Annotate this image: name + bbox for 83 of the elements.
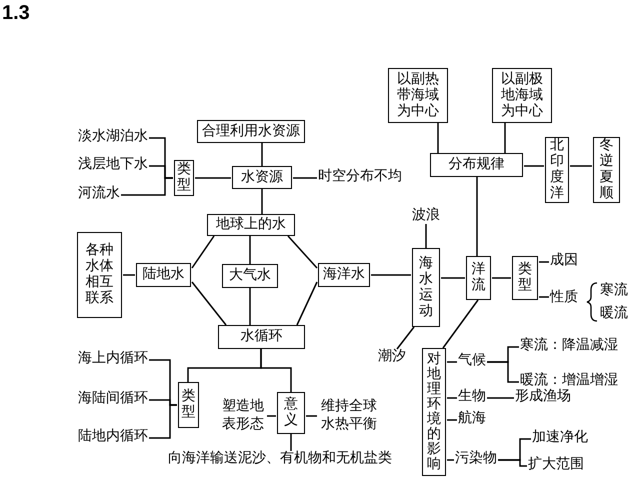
concept-text: 河流水: [78, 186, 120, 202]
concept-box: 各种水体相互联系: [77, 232, 122, 318]
concept-text: 波浪: [412, 208, 440, 224]
concept-box: 冬逆夏顺: [593, 137, 620, 203]
concept-text: 维持全球水热平衡: [318, 398, 380, 434]
concept-box: 地球上的水: [207, 214, 295, 236]
connector-line: [570, 165, 592, 167]
connector-line: [492, 277, 511, 279]
connector-line: [121, 177, 173, 196]
connector-line: [261, 189, 263, 214]
concept-box: 意义: [277, 392, 305, 434]
connector-line: [191, 282, 227, 326]
connector-line: [447, 419, 457, 421]
connector-line: [487, 397, 514, 399]
connector-line: [498, 459, 527, 467]
concept-text: 潮汐: [378, 349, 406, 365]
concept-text: 时空分布不均: [318, 169, 402, 185]
label-text: 暖流: [600, 306, 628, 322]
connector-line: [487, 361, 519, 383]
concept-box: 海水运动: [412, 248, 440, 327]
concept-box: 类型: [512, 256, 538, 300]
connector-line: [306, 415, 317, 417]
concept-box: 分布规律: [430, 153, 523, 177]
concept-text: 塑造地表形态: [220, 398, 266, 434]
connector-line: [447, 397, 457, 399]
concept-text: 成因: [550, 253, 578, 269]
connector-line: [261, 143, 263, 166]
concept-box: 陆地水: [136, 263, 191, 287]
connector-line: [260, 349, 292, 392]
connector-line: [524, 165, 544, 167]
connector-line: [441, 277, 465, 279]
concept-box: 北印度洋: [545, 137, 569, 203]
concept-text: 航海: [458, 411, 486, 427]
connector-line: [123, 274, 135, 276]
connector-line: [293, 177, 317, 179]
concept-text: 海上内循环: [78, 351, 148, 367]
connector-line: [267, 415, 276, 417]
connector-line: [396, 326, 415, 350]
concept-box: 水资源: [232, 166, 292, 189]
connector-line: [287, 236, 318, 268]
connector-line: [442, 300, 479, 348]
concept-text: 形成渔场: [515, 389, 571, 405]
concept-box: 洋流: [466, 256, 491, 300]
connector-line: [437, 123, 439, 153]
connector-line: [476, 177, 478, 256]
concept-text: 气候: [458, 353, 486, 369]
concept-box: 以副极地海域为中心: [492, 68, 552, 123]
label-text: 寒流: [600, 283, 628, 299]
connector-line: [539, 261, 549, 263]
concept-box: 水循环: [218, 325, 305, 349]
connector-line: [290, 434, 292, 451]
connector-line: [371, 274, 411, 276]
connector-line: [191, 236, 215, 268]
concept-text: 暖流：增温增湿: [520, 373, 618, 389]
title: 1.3: [2, 2, 30, 24]
concept-box: 合理利用水资源: [197, 120, 305, 143]
concept-text: 寒流：降温减湿: [520, 338, 618, 354]
connector-line: [296, 282, 318, 326]
connector-line: [249, 288, 251, 325]
concept-text: 污染物: [455, 451, 497, 467]
concept-box: 以副热带海域为中心: [388, 68, 448, 123]
concept-box: 海洋水: [318, 263, 370, 287]
connector-line: [447, 361, 457, 363]
connector-line: [504, 123, 506, 153]
concept-text: 海陆间循环: [78, 391, 148, 407]
connector-line: [149, 404, 177, 439]
concept-text: 扩大范围: [528, 457, 584, 473]
concept-text: 向海洋输送泥沙、有机物和无机盐类: [168, 451, 392, 467]
concept-text: 性质: [550, 290, 578, 306]
connector-line: [447, 459, 454, 461]
concept-text: 淡水湖泊水: [78, 129, 148, 145]
concept-text: 陆地内循环: [78, 429, 148, 445]
concept-text: 浅层地下水: [78, 157, 148, 173]
concept-text: 加速净化: [532, 430, 588, 446]
concept-box: 对地理环境的影响: [422, 348, 446, 476]
concept-text: 生物: [458, 389, 486, 405]
connector-line: [249, 236, 251, 264]
concept-box: 类型: [178, 382, 199, 428]
connector-line: [195, 177, 231, 179]
connector-line: [539, 296, 549, 298]
concept-box: 类型: [174, 160, 194, 196]
connector-line: [425, 224, 427, 248]
concept-box: 大气水: [222, 264, 278, 288]
